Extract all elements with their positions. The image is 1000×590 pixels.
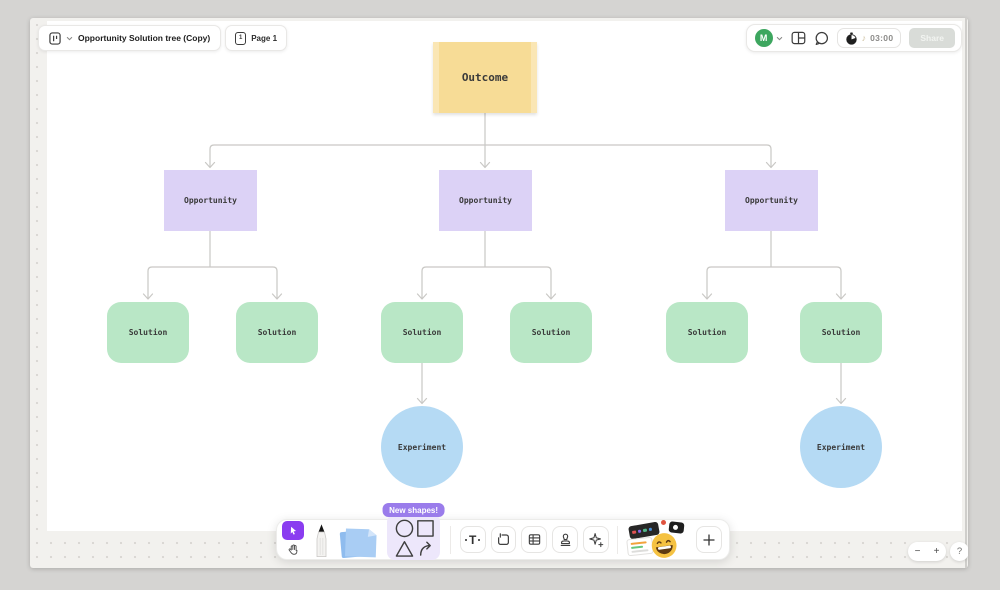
- opportunity-node[interactable]: Opportunity: [164, 170, 257, 231]
- solution-node[interactable]: Solution: [800, 302, 882, 363]
- text-tool-button[interactable]: T: [459, 526, 486, 553]
- laughing-emoji-sticker: [649, 530, 680, 565]
- experiment-node[interactable]: Experiment: [800, 406, 882, 488]
- stamp-icon: [560, 533, 570, 546]
- experiment-label: Experiment: [816, 442, 866, 452]
- solution-label: Solution: [531, 328, 571, 337]
- stamp-tool-button[interactable]: [552, 526, 579, 553]
- page-selector-button[interactable]: 1 Page 1: [225, 25, 288, 51]
- chevron-down-icon: [776, 36, 782, 40]
- solution-label: Solution: [128, 328, 168, 337]
- solution-node[interactable]: Solution: [510, 302, 592, 363]
- section-icon: [497, 533, 509, 545]
- text-tool-icon: T: [464, 533, 481, 547]
- stickers-widgets-button[interactable]: [626, 519, 690, 560]
- red-dot-sticker: [661, 519, 667, 525]
- outcome-label: Outcome: [461, 71, 509, 84]
- shapes-tool-button[interactable]: New shapes!: [382, 503, 446, 560]
- ai-actions-button[interactable]: [583, 526, 609, 553]
- chevron-down-icon: [66, 36, 73, 40]
- shapes-icon: [395, 519, 434, 557]
- zoom-controls: − +: [908, 542, 946, 561]
- table-icon: [528, 534, 540, 545]
- sticky-notes-icon: [339, 527, 377, 558]
- opportunity-label: Opportunity: [184, 196, 237, 205]
- opportunity-node[interactable]: Opportunity: [725, 170, 818, 231]
- help-button[interactable]: ?: [950, 542, 968, 561]
- file-title: Opportunity Solution tree (Copy): [78, 33, 211, 43]
- toolbar-divider: [617, 525, 619, 554]
- page-icon: 1: [235, 31, 247, 45]
- figjam-window: Outcome Opportunity Opportunity Opportun…: [30, 18, 968, 568]
- more-tools-button[interactable]: [695, 526, 722, 553]
- experiment-node[interactable]: Experiment: [381, 406, 463, 488]
- page-icon-number: 1: [239, 35, 243, 41]
- timer-music-icon: ♪: [861, 32, 867, 43]
- marker-tool-button[interactable]: [310, 520, 333, 559]
- avatar: M: [754, 29, 773, 47]
- select-tool-button[interactable]: [282, 521, 304, 540]
- solution-label: Solution: [402, 328, 442, 337]
- file-menu-button[interactable]: Opportunity Solution tree (Copy): [38, 25, 222, 51]
- new-shapes-badge: New shapes!: [382, 503, 446, 517]
- comments-button[interactable]: [814, 31, 829, 46]
- templates-button[interactable]: [791, 31, 806, 45]
- cursor-icon: [290, 526, 296, 535]
- page-label: Page 1: [251, 33, 278, 43]
- hand-icon: [288, 544, 297, 555]
- timer-button[interactable]: ♪ 03:00: [836, 28, 902, 48]
- solution-label: Solution: [821, 328, 861, 337]
- marker-icon: [316, 524, 327, 558]
- zoom-out-button[interactable]: −: [914, 545, 921, 557]
- section-tool-button[interactable]: [490, 526, 517, 553]
- experiment-label: Experiment: [397, 442, 447, 452]
- timer-value: 03:00: [870, 33, 894, 43]
- solution-node[interactable]: Solution: [236, 302, 318, 363]
- solution-node[interactable]: Solution: [107, 302, 189, 363]
- solution-node[interactable]: Solution: [666, 302, 748, 363]
- solution-label: Solution: [687, 328, 727, 337]
- right-scrollbar[interactable]: [965, 18, 967, 568]
- file-bar: Opportunity Solution tree (Copy) 1 Page …: [38, 25, 288, 51]
- opportunity-label: Opportunity: [745, 196, 798, 205]
- tools-toolbar: New shapes! T: [276, 503, 730, 560]
- timer-icon: [845, 31, 857, 45]
- table-tool-button[interactable]: [521, 526, 548, 553]
- top-right-bar: M ♪ 03:00 Share: [745, 24, 962, 52]
- outcome-node[interactable]: Outcome: [433, 42, 537, 113]
- share-button[interactable]: Share: [909, 28, 955, 48]
- solution-label: Solution: [257, 328, 297, 337]
- toolbar-divider: [450, 525, 452, 554]
- sparkles-icon: [589, 532, 604, 547]
- plus-icon: [702, 533, 715, 546]
- select-tool-group: [282, 521, 304, 558]
- board-icon: [49, 31, 61, 45]
- hand-tool-button[interactable]: [282, 541, 304, 558]
- opportunity-label: Opportunity: [459, 196, 512, 205]
- account-menu-button[interactable]: M: [754, 29, 783, 47]
- solution-node[interactable]: Solution: [381, 302, 463, 363]
- opportunity-node[interactable]: Opportunity: [439, 170, 532, 231]
- sticky-note-tool-button[interactable]: [333, 522, 383, 558]
- zoom-in-button[interactable]: +: [933, 545, 940, 557]
